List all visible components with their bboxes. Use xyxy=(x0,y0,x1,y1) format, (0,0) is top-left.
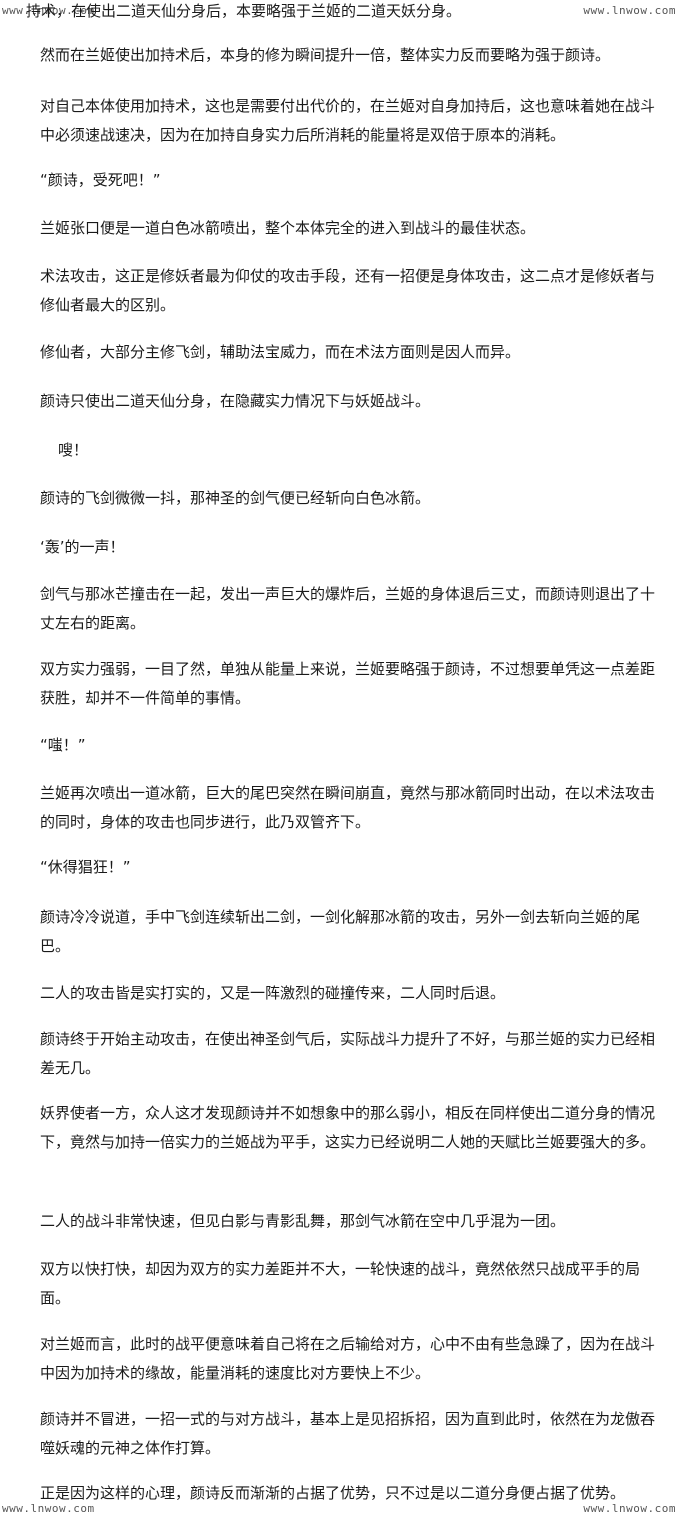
paragraph: 术法攻击，这正是修妖者最为仰仗的攻击手段，还有一招便是身体攻击，这二点才是修妖者… xyxy=(40,267,656,314)
paragraph: 对自己本体使用加持术，这也是需要付出代价的，在兰姬对自身加持后，这也意味着她在战… xyxy=(40,97,656,144)
paragraph: 颜诗只使出二道天仙分身，在隐藏实力情况下与妖姬战斗。 xyxy=(40,392,431,410)
paragraph: 然而在兰姬使出加持术后，本身的修为瞬间提升一倍，整体实力反而要略为强于颜诗。 xyxy=(40,46,611,64)
watermark-bottom-right: www.lnwow.com xyxy=(583,1502,676,1515)
paragraph: 二人的攻击皆是实打实的，又是一阵激烈的碰撞传来，二人同时后退。 xyxy=(40,984,506,1002)
paragraph: 嗖！ xyxy=(58,441,89,459)
watermark-bottom-left: www.lnwow.com xyxy=(2,1502,95,1515)
paragraph: 双方以快打快，却因为双方的实力差距并不大，一轮快速的战斗，竟然依然只战成平手的局… xyxy=(40,1260,641,1307)
paragraph: “休得猖狂！” xyxy=(40,858,131,876)
paragraph: 二人的战斗非常快速，但见白影与青影乱舞，那剑气冰箭在空中几乎混为一团。 xyxy=(40,1212,566,1230)
paragraph: 剑气与那冰芒撞击在一起，发出一声巨大的爆炸后，兰姬的身体退后三丈，而颜诗则退出了… xyxy=(40,585,656,632)
paragraph: 颜诗的飞剑微微一抖，那神圣的剑气便已经斩向白色冰箭。 xyxy=(40,489,431,507)
paragraph: 妖界使者一方，众人这才发现颜诗并不如想象中的那么弱小，相反在同样使出二道分身的情… xyxy=(40,1104,656,1151)
paragraph: 兰姬再次喷出一道冰箭，巨大的尾巴突然在瞬间崩直，竟然与那冰箭同时出动，在以术法攻… xyxy=(40,784,656,831)
paragraph: 修仙者，大部分主修飞剑，辅助法宝威力，而在术法方面则是因人而异。 xyxy=(40,343,521,361)
paragraph: 颜诗并不冒进，一招一式的与对方战斗，基本上是见招拆招，因为直到此时，依然在为龙傲… xyxy=(40,1410,656,1457)
watermark-top-right: www.lnwow.com xyxy=(583,4,676,17)
paragraph: 颜诗冷冷说道，手中飞剑连续斩出二剑，一剑化解那冰箭的攻击，另外一剑去斩向兰姬的尾… xyxy=(40,908,641,955)
paragraph: 持术，在使出二道天仙分身后，本要略强于兰姬的二道天妖分身。 xyxy=(26,2,462,20)
paragraph: “颜诗，受死吧！” xyxy=(40,171,161,189)
watermark-top-left: www.lnwow.com xyxy=(2,4,95,17)
paragraph: ‘轰’的一声！ xyxy=(40,538,125,556)
paragraph: 对兰姬而言，此时的战平便意味着自己将在之后输给对方，心中不由有些急躁了，因为在战… xyxy=(40,1335,656,1382)
paragraph: 正是因为这样的心理，颜诗反而渐渐的占据了优势，只不过是以二道分身便占据了优势。 xyxy=(40,1484,626,1502)
paragraph: 双方实力强弱，一目了然，单独从能量上来说，兰姬要略强于颜诗，不过想要单凭这一点差… xyxy=(40,660,656,707)
paragraph: 颜诗终于开始主动攻击，在使出神圣剑气后，实际战斗力提升了不好，与那兰姬的实力已经… xyxy=(40,1030,656,1077)
paragraph: 兰姬张口便是一道白色冰箭喷出，整个本体完全的进入到战斗的最佳状态。 xyxy=(40,219,536,237)
paragraph: “嗤！” xyxy=(40,736,86,754)
